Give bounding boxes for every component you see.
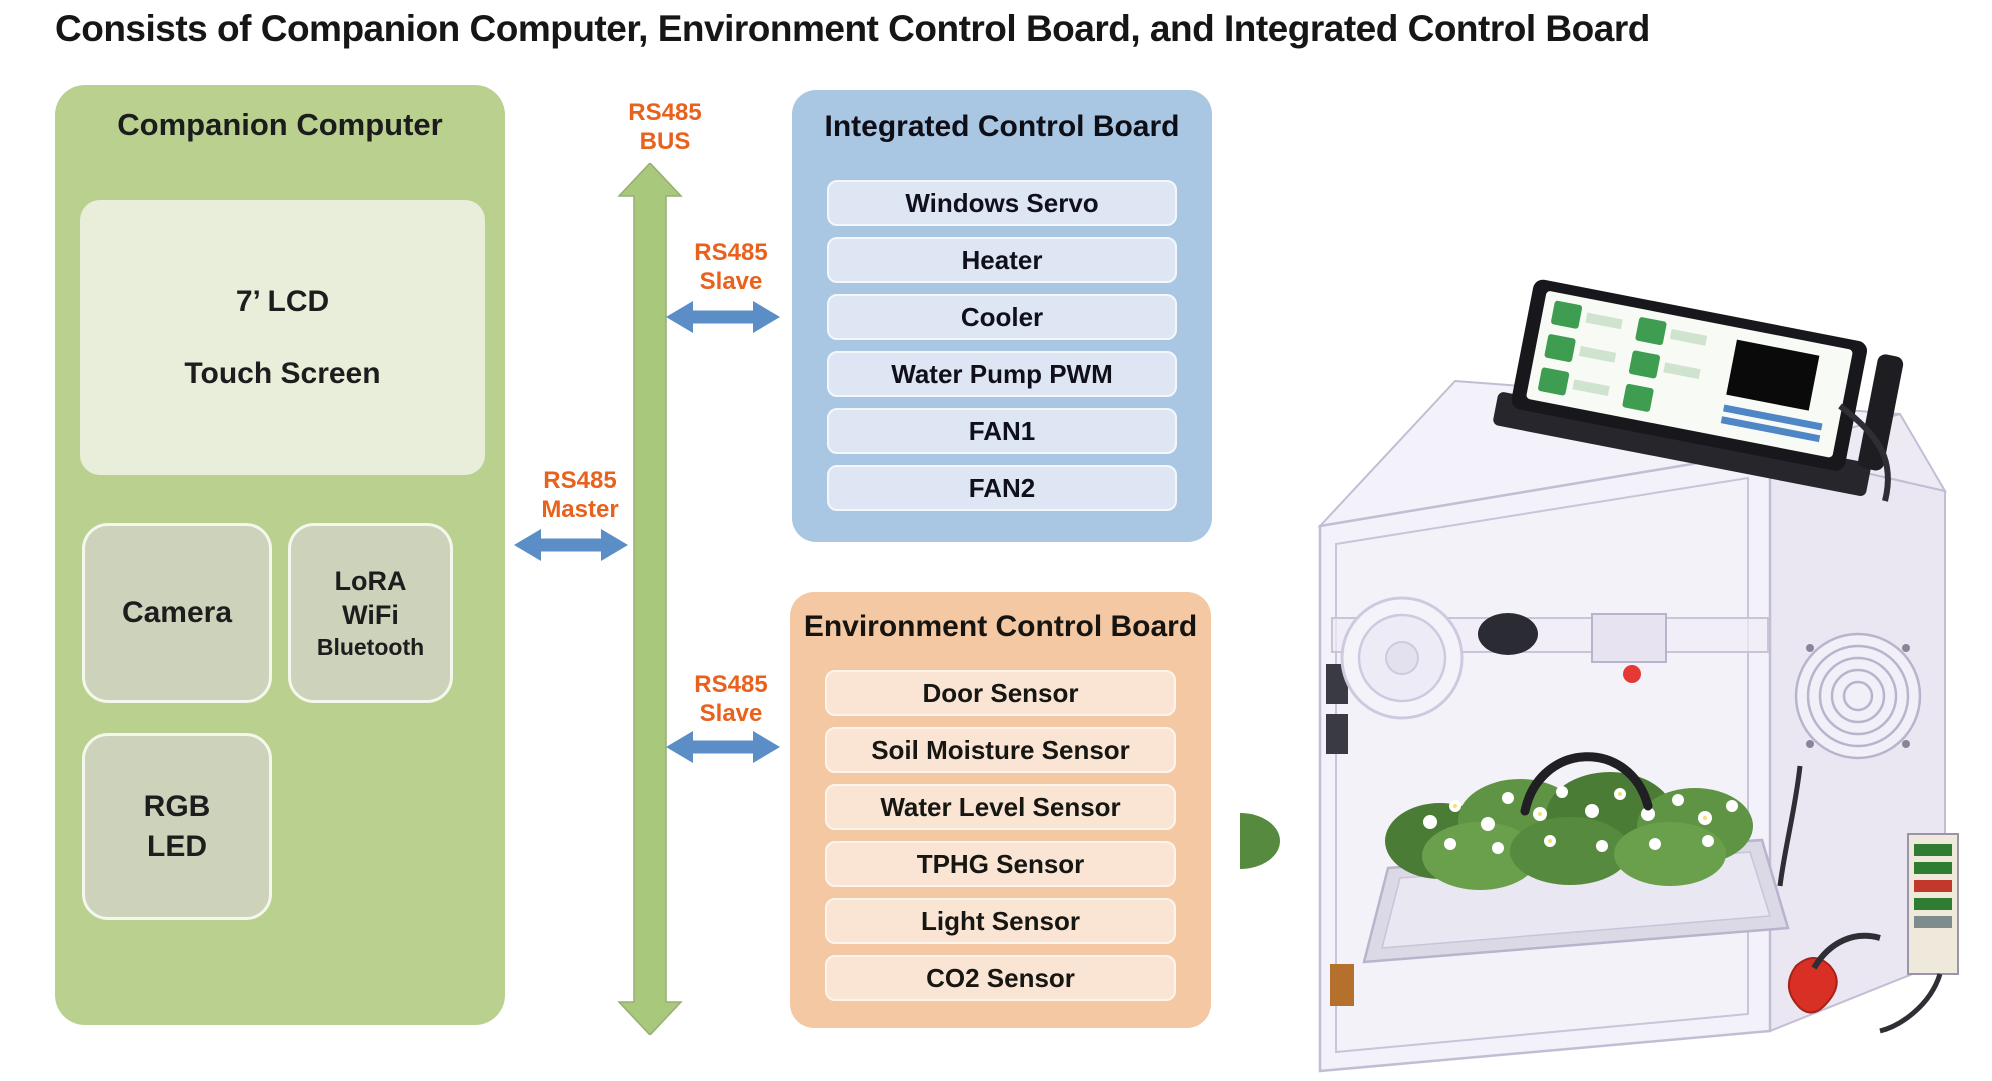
lcd-touchscreen-box: 7’ LCD Touch Screen (80, 200, 485, 475)
environment-item: Soil Moisture Sensor (825, 727, 1176, 773)
rs485-slave-top-label: RS485 Slave (694, 239, 768, 295)
bluetooth-label: Bluetooth (316, 634, 425, 660)
rs485-bus-label: RS485 BUS (628, 99, 702, 155)
wifi-label: WiFi (342, 600, 399, 630)
integrated-item: Water Pump PWM (827, 351, 1177, 397)
environment-item: CO2 Sensor (825, 955, 1176, 1001)
environment-item: Water Level Sensor (825, 784, 1176, 830)
led-label: LED (147, 829, 207, 863)
slave-bottom-link-arrow-icon (666, 731, 780, 763)
product-photo (1240, 279, 1959, 1073)
environment-control-board-title: Environment Control Board (803, 610, 1198, 643)
touchscreen-label: Touch Screen (184, 356, 381, 390)
camera-box: Camera (82, 523, 272, 703)
environment-item: Door Sensor (825, 670, 1176, 716)
rs485-slave-bottom-label: RS485 Slave (694, 671, 768, 727)
environment-item: TPHG Sensor (825, 841, 1176, 887)
lcd-label: 7’ LCD (235, 284, 330, 318)
environment-item: Light Sensor (825, 898, 1176, 944)
master-link-arrow-icon (514, 529, 628, 561)
integrated-item: Heater (827, 237, 1177, 283)
camera-label: Camera (121, 596, 233, 629)
slave-top-link-arrow-icon (666, 301, 780, 333)
page-title: Consists of Companion Computer, Environm… (55, 8, 1650, 49)
rgb-label: RGB (143, 789, 211, 823)
companion-computer-box: Companion Computer 7’ LCD Touch Screen C… (55, 85, 505, 1025)
integrated-item: FAN2 (827, 465, 1177, 511)
lora-label: LoRA (334, 566, 407, 596)
integrated-item: Cooler (827, 294, 1177, 340)
companion-computer-title: Companion Computer (117, 107, 443, 142)
rs485-master-label: RS485 Master (541, 467, 619, 523)
integrated-item: Windows Servo (827, 180, 1177, 226)
rs485-bus-arrow-icon (617, 163, 683, 1035)
rgb-led-box: RGB LED (82, 733, 272, 920)
integrated-item: FAN1 (827, 408, 1177, 454)
radio-box: LoRA WiFi Bluetooth (288, 523, 453, 703)
integrated-control-board-title: Integrated Control Board (824, 110, 1180, 143)
